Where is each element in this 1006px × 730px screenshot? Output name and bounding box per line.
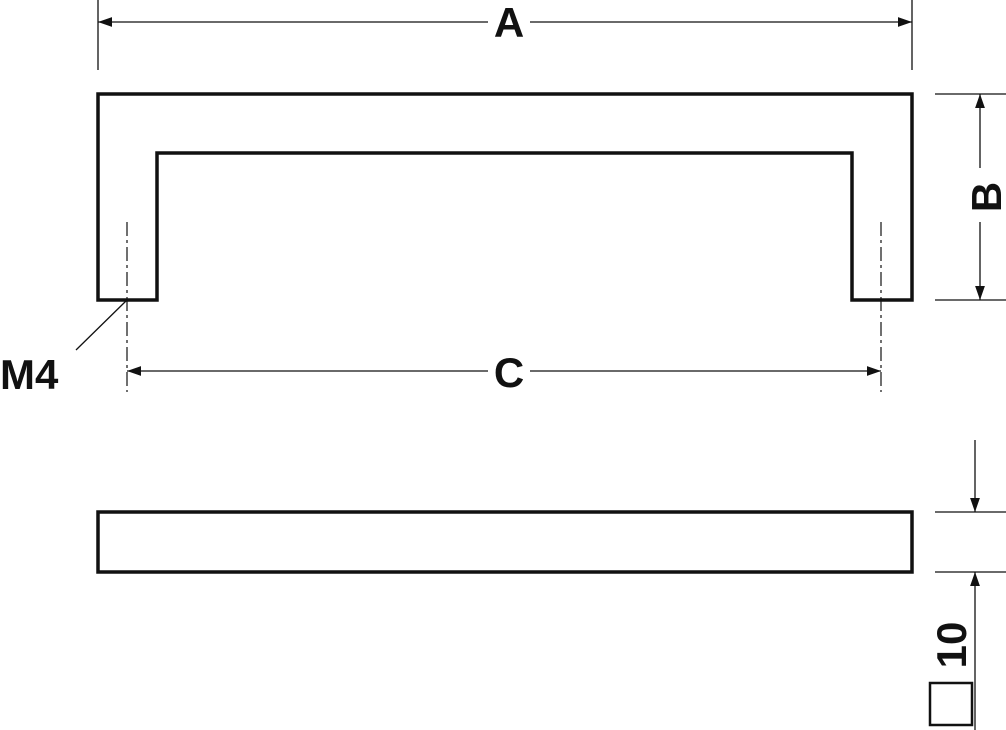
square-section-icon	[928, 681, 974, 727]
dimension-b	[935, 93, 1006, 301]
dimension-a-label: A	[494, 0, 524, 46]
dimension-c-label: C	[494, 349, 524, 396]
dimension-section	[935, 440, 1006, 730]
dimension-a	[97, 0, 913, 70]
thread-label: M4	[0, 351, 59, 398]
handle-front-outline	[96, 92, 914, 302]
thread-leader-line	[75, 299, 128, 351]
handle-side-view-bar	[96, 510, 914, 574]
dimension-section-label: 10	[928, 622, 975, 669]
dimension-b-label: B	[963, 182, 1006, 212]
